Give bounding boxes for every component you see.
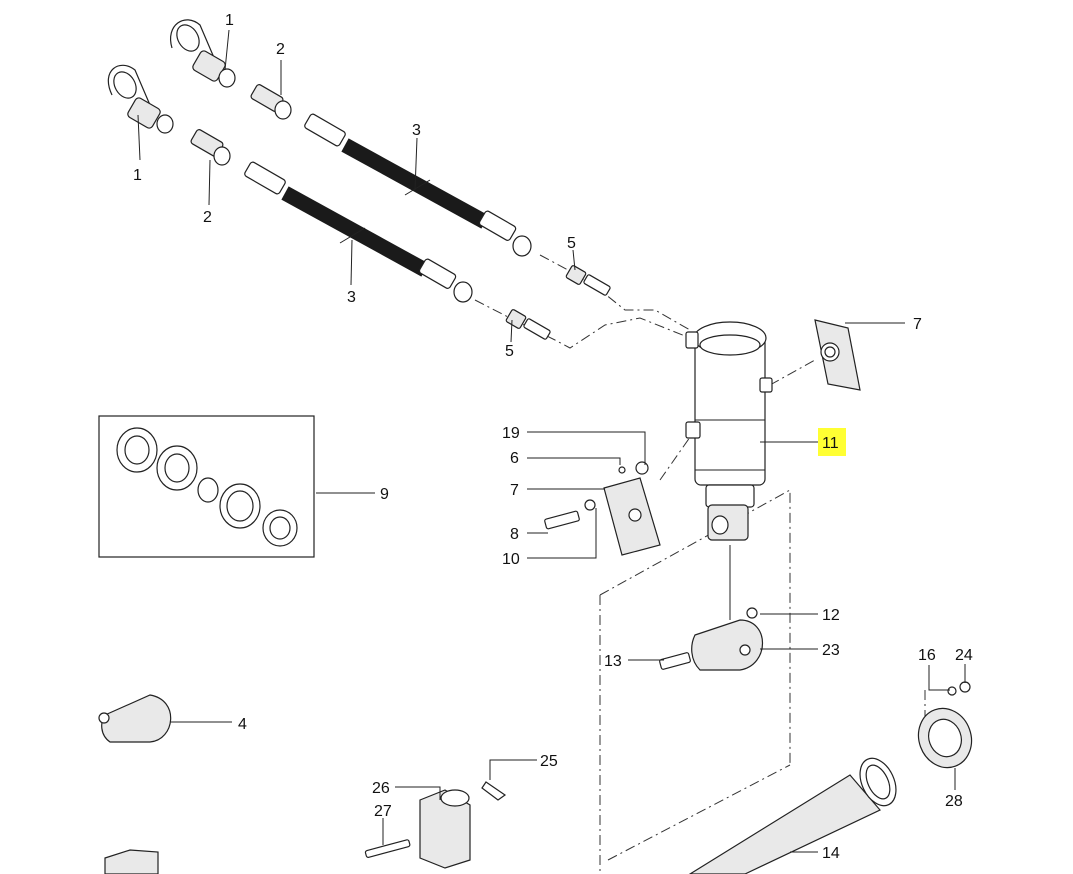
label-13: 13 [604,653,622,670]
label-5-lower: 5 [505,343,514,360]
seal-kit-box [98,415,315,558]
label-5-upper: 5 [567,235,576,252]
label-23: 23 [822,642,840,659]
label-2-lower: 2 [203,209,212,226]
label-1-lower: 1 [133,167,142,184]
yoke-clamp [659,545,763,671]
label-24: 24 [955,647,973,664]
label-3-upper: 3 [412,122,421,139]
label-2-upper: 2 [276,41,285,58]
clamp-part-4 [98,694,172,743]
hose-assembly-upper [170,19,532,257]
label-1-upper: 1 [225,12,234,29]
flange-plate [917,681,973,769]
bracket-plate [544,461,661,556]
fitting-lower [505,309,551,340]
label-7-upper: 7 [913,316,922,333]
label-8: 8 [510,526,519,543]
highlight-box-11 [818,428,846,456]
label-19: 19 [502,425,520,442]
label-26: 26 [372,780,390,797]
label-12: 12 [822,607,840,624]
hydraulic-cylinder [685,321,773,541]
label-4: 4 [238,716,247,733]
label-9: 9 [380,486,389,503]
label-10: 10 [502,551,520,568]
assembly-center-lines [474,254,926,874]
mount-plate-upper [814,319,861,391]
bushing-part-26 [364,789,471,869]
hose-assembly-lower [107,64,473,303]
fitting-upper [565,265,611,296]
label-16: 16 [918,647,936,664]
boom-tube [688,757,897,874]
label-28: 28 [945,793,963,810]
clamp-part-partial [104,849,159,874]
label-3-lower: 3 [347,289,356,306]
label-14: 14 [822,845,840,862]
label-27: 27 [374,803,392,820]
label-11: 11 [822,435,839,452]
leader-lines [137,29,966,853]
label-6: 6 [510,450,519,467]
cotter-pin-25 [481,781,507,801]
part-labels: 1 1 2 2 3 3 4 5 5 6 7 7 8 9 10 11 12 13 … [133,12,973,862]
label-7-lower: 7 [510,482,519,499]
label-25: 25 [540,753,558,770]
